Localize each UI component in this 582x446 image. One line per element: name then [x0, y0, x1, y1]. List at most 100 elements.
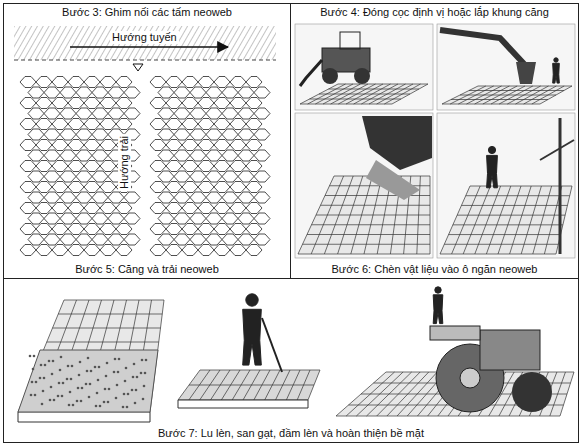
honeycomb-cell — [222, 108, 238, 119]
honeycomb-cell — [198, 161, 214, 172]
honeycomb-cell — [206, 171, 222, 182]
honeycomb-cell — [206, 150, 222, 161]
honeycomb-cell — [108, 192, 124, 203]
honeycomb-cell — [68, 203, 84, 214]
honeycomb-cell — [20, 119, 36, 130]
honeycomb-cell — [158, 234, 174, 245]
honeycomb-cell — [190, 150, 206, 161]
neoweb-sheet — [178, 370, 320, 400]
honeycomb-cell — [182, 98, 198, 109]
honeycomb-cell — [150, 224, 166, 235]
honeycomb-cell — [116, 98, 132, 109]
honeycomb-cell — [28, 87, 44, 98]
honeycomb-cell — [182, 245, 198, 256]
honeycomb-cell — [238, 129, 254, 140]
honeycomb-cell — [116, 119, 132, 130]
honeycomb-cell — [52, 224, 68, 235]
honeycomb-cell — [182, 119, 198, 130]
honeycomb-cell — [174, 129, 190, 140]
rake-handle — [262, 318, 282, 372]
cell-wall — [521, 186, 541, 254]
honeycomb-cell — [150, 140, 166, 151]
gravel — [29, 355, 148, 409]
honeycomb-cell — [254, 192, 270, 203]
honeycomb-cell — [150, 119, 166, 130]
honeycomb-cell — [238, 192, 254, 203]
honeycomb-cell — [182, 182, 198, 193]
honeycomb-cell — [44, 213, 60, 224]
honeycomb-cell — [36, 119, 52, 130]
honeycomb-cell — [238, 150, 254, 161]
cell-wall — [329, 89, 420, 90]
cell-wall — [316, 215, 430, 216]
honeycomb-cell — [166, 140, 182, 151]
loader-wheel — [322, 68, 338, 84]
honeycomb-cell — [150, 98, 166, 109]
honeycomb-cell — [230, 98, 246, 109]
honeycomb-cell — [36, 245, 52, 256]
honeycomb-cell — [124, 192, 140, 203]
honeycomb-cell — [44, 87, 60, 98]
honeycomb-cell — [60, 171, 76, 182]
honeycomb-cell — [28, 108, 44, 119]
honeycomb-cell — [230, 182, 246, 193]
band-edge — [14, 60, 276, 61]
honeycomb-cell — [190, 192, 206, 203]
honeycomb-cell — [174, 192, 190, 203]
fill-material — [366, 160, 420, 200]
honeycomb-cell — [116, 203, 132, 214]
honeycomb-cell — [206, 234, 222, 245]
honeycomb-cell — [230, 161, 246, 172]
honeycomb-cell — [20, 161, 36, 172]
neoweb-grid — [18, 300, 164, 412]
honeycomb-cell — [100, 224, 116, 235]
honeycomb-cell — [206, 213, 222, 224]
honeycomb-cell — [60, 87, 76, 98]
cell-wall — [319, 94, 410, 95]
worker-figure — [553, 58, 560, 83]
honeycomb-cell — [52, 203, 68, 214]
honeycomb-cell — [60, 192, 76, 203]
cell-wall — [533, 186, 552, 254]
cell-wall — [325, 195, 430, 196]
honeycomb-cell — [246, 224, 262, 235]
honeycomb-cell — [60, 234, 76, 245]
honeycomb-cell — [20, 77, 36, 88]
cell-edge — [18, 412, 150, 422]
honeycomb-cell — [206, 87, 222, 98]
honeycomb-cell — [68, 182, 84, 193]
slab-side — [178, 400, 308, 408]
step-heading: Bước 3: Ghim nối các tấm neoweb — [58, 4, 236, 21]
honeycomb-cell — [230, 224, 246, 235]
honeycomb-cell — [76, 171, 92, 182]
honeycomb-cell — [92, 192, 108, 203]
honeycomb-cell — [20, 140, 36, 151]
neoweb-sheet — [18, 300, 164, 412]
honeycomb-cell — [158, 129, 174, 140]
honeycomb-cell — [238, 108, 254, 119]
excavator-arm — [440, 30, 526, 66]
honeycomb-cell — [174, 234, 190, 245]
honeycomb-cell — [36, 182, 52, 193]
cell-wall — [475, 186, 501, 254]
honeycomb-cell — [36, 224, 52, 235]
step-heading: Bước 4: Đóng cọc định vị hoặc lắp khung … — [316, 4, 553, 21]
honeycomb-cell — [230, 77, 246, 88]
cell-wall — [53, 328, 161, 329]
honeycomb-cell — [166, 77, 182, 88]
honeycomb-cell — [68, 140, 84, 151]
honeycomb-cell — [28, 192, 44, 203]
honeycomb-cell — [214, 182, 230, 193]
cell-wall — [461, 205, 567, 206]
honeycomb-cell — [246, 182, 262, 193]
neoweb-sheet — [442, 86, 572, 104]
roller-frame — [430, 326, 480, 340]
honeycomb-cell — [238, 87, 254, 98]
honeycomb-cell — [222, 129, 238, 140]
honeycomb-cell — [36, 161, 52, 172]
honeycomb-cell — [238, 234, 254, 245]
cell-wall — [451, 99, 548, 100]
honeycomb-cell — [76, 150, 92, 161]
cell-wall — [321, 205, 431, 206]
worker-figure — [487, 146, 498, 187]
